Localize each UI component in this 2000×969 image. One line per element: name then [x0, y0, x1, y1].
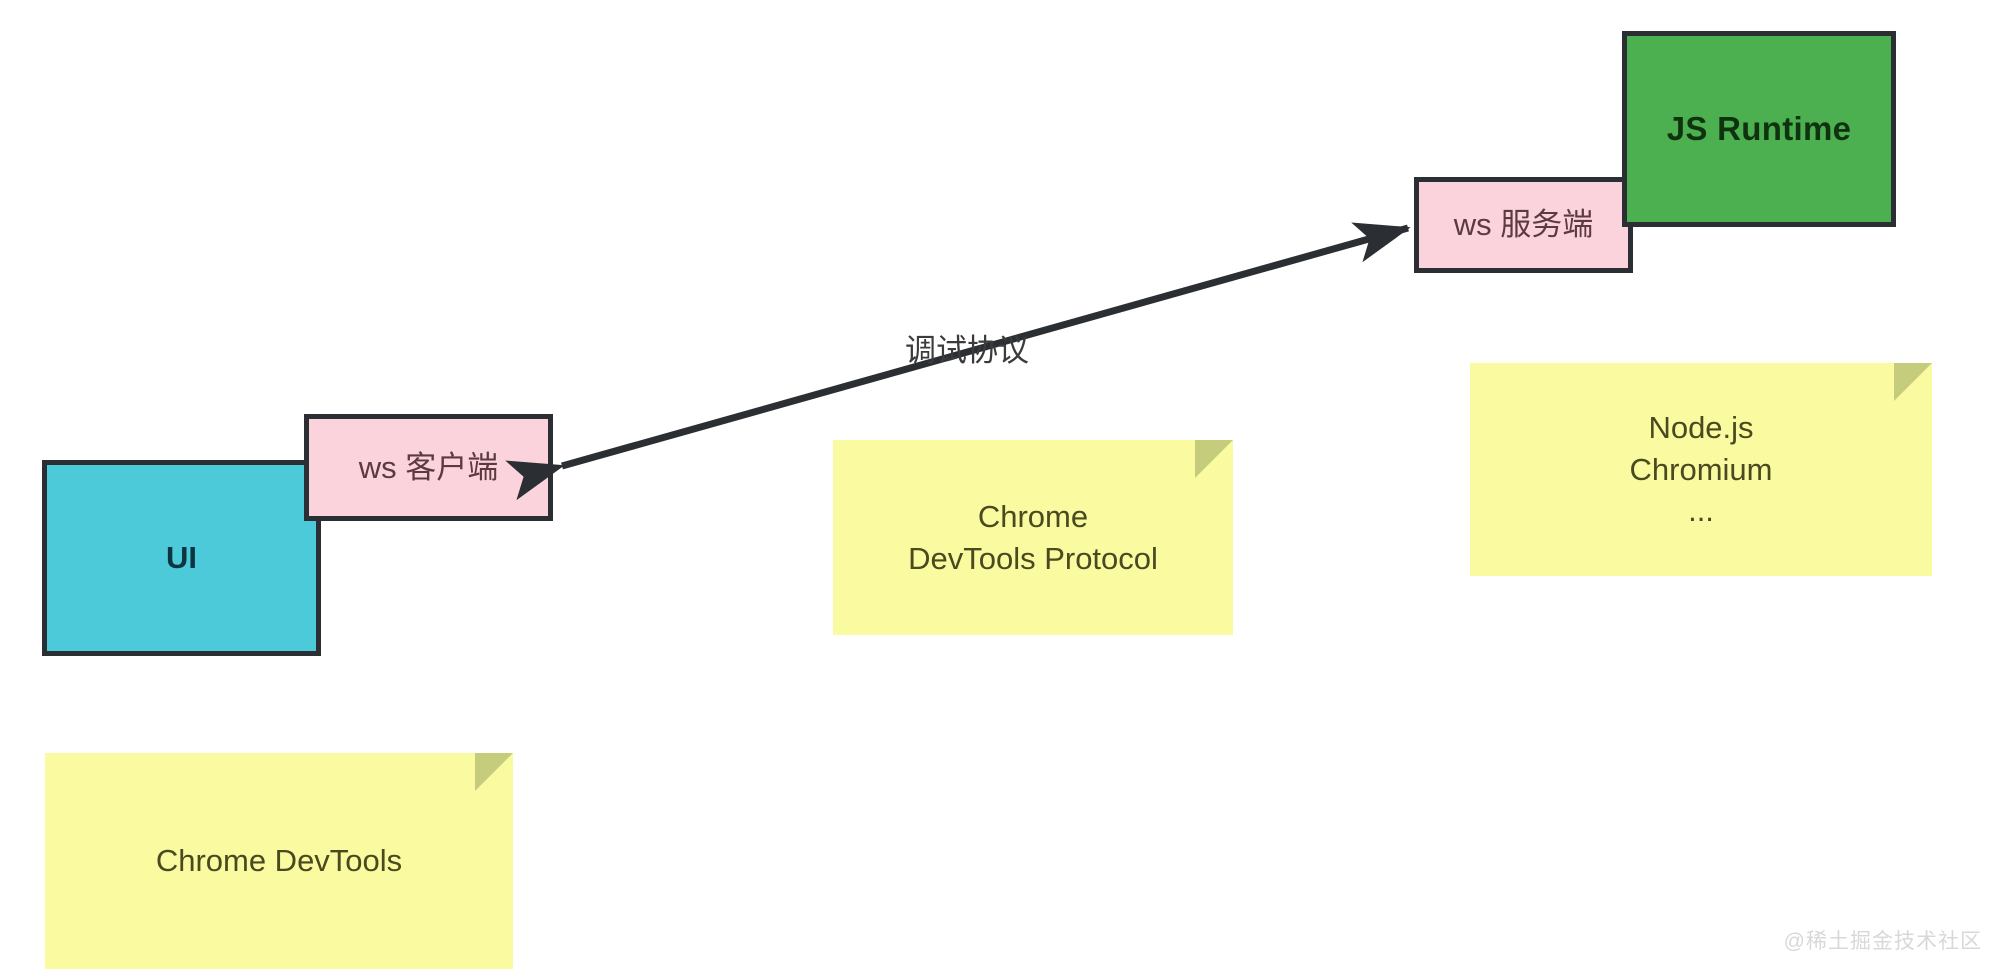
node-js-runtime[interactable]: JS Runtime: [1622, 31, 1896, 227]
node-js-runtime-label: JS Runtime: [1666, 110, 1852, 148]
edge-label-debug-protocol: 调试协议: [905, 333, 1029, 368]
note-runtimes[interactable]: Node.js Chromium ...: [1470, 363, 1932, 576]
note-fold-icon: [1894, 363, 1932, 401]
node-ui[interactable]: UI: [42, 460, 321, 656]
note-chrome-devtools-label: Chrome DevTools: [155, 843, 403, 879]
edge-debug-protocol-line: [505, 222, 1411, 501]
note-chrome-devtools-protocol-label: Chrome DevTools Protocol: [908, 498, 1158, 576]
node-ws-server-label: ws 服务端: [1453, 207, 1594, 243]
note-chrome-devtools[interactable]: Chrome DevTools: [45, 753, 513, 969]
note-runtimes-label: Node.js Chromium ...: [1629, 409, 1773, 529]
node-ws-server[interactable]: ws 服务端: [1414, 177, 1633, 273]
watermark: @稀土掘金技术社区: [1783, 930, 1982, 953]
node-ws-client-label: ws 客户端: [358, 449, 499, 485]
note-fold-icon: [475, 753, 513, 791]
node-ui-label: UI: [166, 540, 197, 576]
